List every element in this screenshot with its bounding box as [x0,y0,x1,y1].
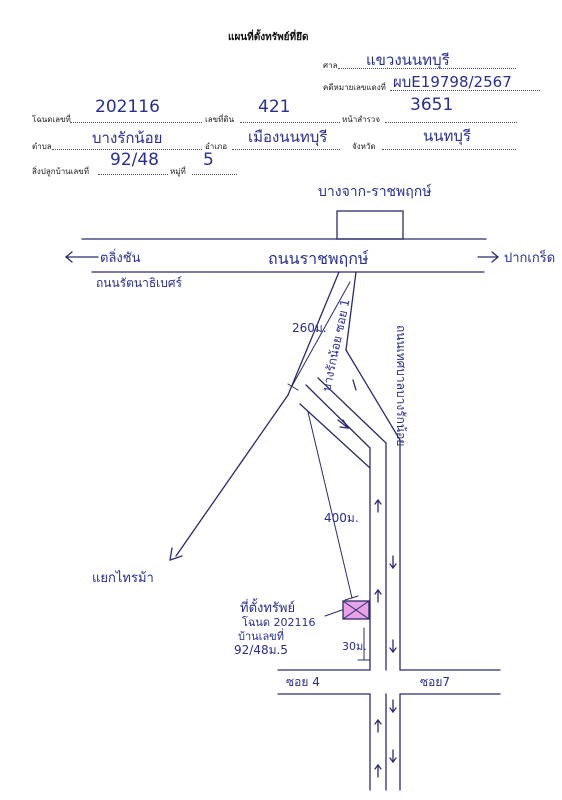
district-value: เมืองนนทบุรี [248,128,328,146]
case-number-value: ผบE19798/2567 [393,73,512,91]
side-road-label: ถนนเทศบาลบางรักน้อย [394,325,408,446]
property-deed-label: โฉนด 202116 [242,615,316,629]
moo-value: 5 [203,150,214,170]
land-number-value: 421 [258,97,291,117]
house-number-label: สิ่งปลูกบ้านเลขที่ [32,167,90,176]
property-title-label: ที่ตั้งทรัพย์ [240,598,295,616]
soi-1-label: บางรักน้อย ซอย 1 [319,298,352,393]
survey-page-label: หน้าสำรวจ [342,115,381,124]
junction-label: แยกไทรม้า [92,570,154,586]
house-number-value: 92/48 [110,150,159,170]
moo-label: หมู่ที่ [170,167,186,176]
district-label: อำเภอ [205,142,228,151]
property-address-label: 92/48ม.5 [234,643,288,657]
province-label: จังหวัด [352,142,376,151]
left-destination-label: ตลิ่งชัน [100,249,141,266]
form-title: แผนที่ตั้งทรัพย์ที่ยึด [228,32,309,43]
survey-page-value: 3651 [410,95,454,115]
deed-value: 202116 [95,97,160,117]
land-number-label: เลขที่ดิน [205,115,235,124]
soi-4-label: ซอย 4 [286,675,320,689]
court-value: แขวงนนทบุรี [366,51,450,69]
court-label: ศาล [323,61,338,70]
case-number-label: คดีหมายเลขแดงที่ [323,83,386,92]
distance-400-label: 400ม. [324,511,359,525]
property-house-label: บ้านเลขที่ [238,628,284,643]
distance-30-label: 30ม. [342,640,367,653]
soi-7-label: ซอย7 [420,675,450,689]
left-destination-label-2: ถนนรัตนาธิเบศร์ [96,276,183,290]
top-road-box [336,210,404,240]
right-destination-label: ปากเกร็ด [504,248,555,266]
province-value: นนทบุรี [423,127,471,145]
subdistrict-label: ตำบล [32,142,52,151]
distance-260-label: 260ม. [292,321,327,335]
top-road-label: บางจาก-ราชพฤกษ์ [318,183,432,200]
subdistrict-value: บางรักน้อย [92,129,163,147]
main-road-label: ถนนราชพฤกษ์ [268,249,369,268]
deed-label: โฉนดเลขที่ [32,115,71,124]
